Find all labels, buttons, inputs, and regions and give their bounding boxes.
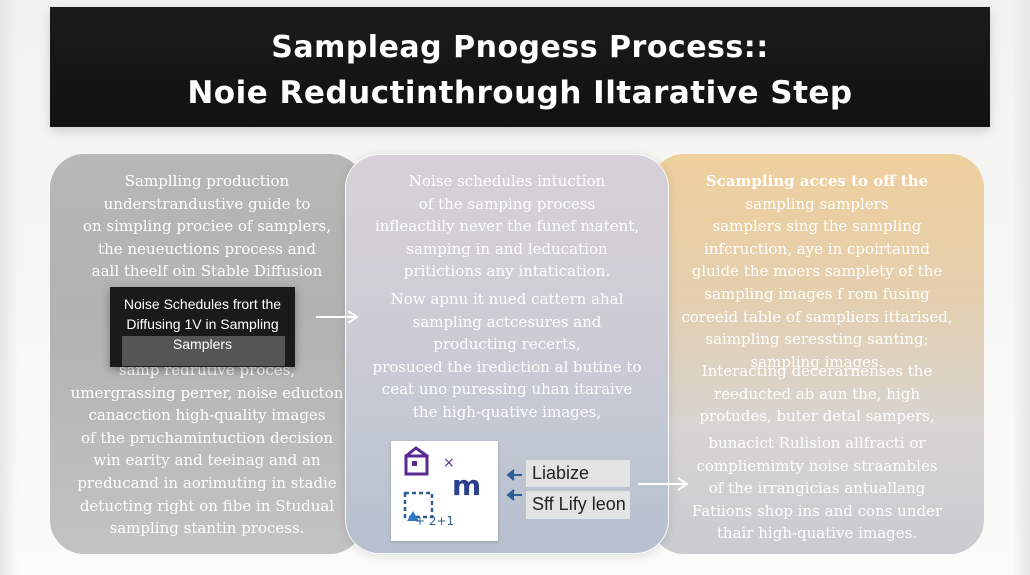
text-line: sampling samplers [745, 194, 889, 213]
text-line: coreeid table of sampliers ittarised, [681, 307, 953, 326]
text-line: sampling images. [750, 352, 884, 371]
right-panel-intro: Scampling acces to off the sampling samp… [650, 170, 984, 373]
text-line: samping in and leducation [406, 239, 608, 258]
text-line: of the samping process [418, 194, 596, 213]
right-panel-middle: Interacting decerarnenses the reeducted … [650, 360, 984, 428]
text-line: understrandustive guide to [103, 194, 311, 213]
text-line: the neueuctions process and [98, 239, 316, 258]
svg-text:×: × [443, 455, 455, 471]
text-line: Fatiions shop ins and cons under [691, 501, 943, 520]
sampler-diagram-card: × m + 2+1 [391, 441, 498, 541]
m-glyph: m [452, 469, 481, 502]
title-line-2: Noie Reductinthrough Iltarative Step [187, 75, 853, 111]
callout-box-shade [122, 336, 285, 366]
callout-text: Noise Schedules frort the Diffusing 1V i… [110, 294, 295, 354]
label-sff-lify-leon: Sff Lify leon [526, 491, 630, 519]
text-line: Noise schedules intuction [408, 172, 606, 190]
text-line: of the irrangicias antuallang [708, 479, 926, 498]
text-line: pritictions any intatication. [403, 262, 611, 281]
text-line: thair high-quative images. [716, 524, 918, 543]
title-line-1: Sampleag Pnogess Process:: [271, 30, 769, 65]
text-line: the high-quative images, [412, 402, 602, 421]
text-line: Now apnu it nued cattern ahal [390, 290, 624, 308]
text-line: Interacting decerarnenses the [701, 362, 933, 380]
middle-panel-body: Now apnu it nued cattern ahal sampling a… [346, 288, 668, 424]
text-line: on simpling prociee of samplers, [82, 217, 332, 236]
text-line: umergrassing perrer, noise educton [70, 383, 344, 402]
text-line: compliemimty noise straambles [696, 456, 938, 475]
text-line: sampling images f rom fusing [704, 284, 930, 303]
text-line: canacction high-quality images [88, 406, 326, 425]
callout-line: Diffusing 1V in Sampling [126, 316, 279, 332]
sampler-diagram-icon: × m + 2+1 [403, 446, 481, 528]
text-line: samplers sing the sampling [712, 217, 922, 236]
title-banner: Sampleag Pnogess Process:: Noie Reductin… [50, 7, 990, 127]
text-line: saimpling seressting santing; [705, 330, 929, 349]
text-line: prosuced the irediction al butine to [372, 357, 642, 376]
text-line: protudes, buter detal sampers, [699, 407, 935, 426]
right-edge [1012, 0, 1030, 575]
left-panel-intro: Samplling production understrandustive g… [50, 170, 364, 283]
middle-panel-intro: Noise schedules intuction of the samping… [346, 170, 668, 283]
double-arrow-left-icon [506, 469, 522, 501]
text-line: Samplling production [124, 172, 290, 190]
text-line: ceat uno puressing uhan itaraive [381, 380, 633, 399]
text-line: reeducted ab aun the, high [713, 384, 921, 403]
text-line: sampling stantin process. [109, 519, 305, 538]
text-line: producting recerts, [433, 335, 581, 354]
text-line: infcruction, aye in cpoirtaund [704, 239, 930, 258]
icon-caption: + 2+1 [415, 514, 454, 528]
text-line: win earity and teeinag and an [93, 451, 321, 470]
right-panel-bottom: bunacict Rulision allfracti or compliemi… [650, 432, 984, 545]
arrow-right-icon [316, 310, 359, 324]
text-line: detucting right on fibe in Studual [79, 496, 335, 515]
label-liabize: Liabize [526, 460, 630, 487]
callout-line: Noise Schedules frort the [123, 296, 282, 312]
text-line: sampling actcesures and [412, 312, 602, 331]
text-line: aall theelf oin Stable Diffusion [91, 262, 323, 281]
arrow-right-icon [638, 477, 689, 491]
text-line: Scampling acces to off the [705, 172, 929, 190]
text-line: bunacict Rulision allfracti or [708, 434, 926, 452]
callout-line: Samplers [172, 336, 233, 352]
text-line: of the pruchamintuction decision [80, 428, 334, 447]
right-panel: Scampling acces to off the sampling samp… [650, 154, 984, 554]
text-line: infleactlily never the funef matent, [374, 217, 640, 236]
text-line: preducand in aorimuting in stadie [77, 473, 337, 492]
text-line: gluide the moers samplety of the [691, 262, 943, 281]
left-edge [0, 0, 18, 575]
left-panel-body: samp redrutive proces, umergrassing perr… [50, 359, 364, 540]
